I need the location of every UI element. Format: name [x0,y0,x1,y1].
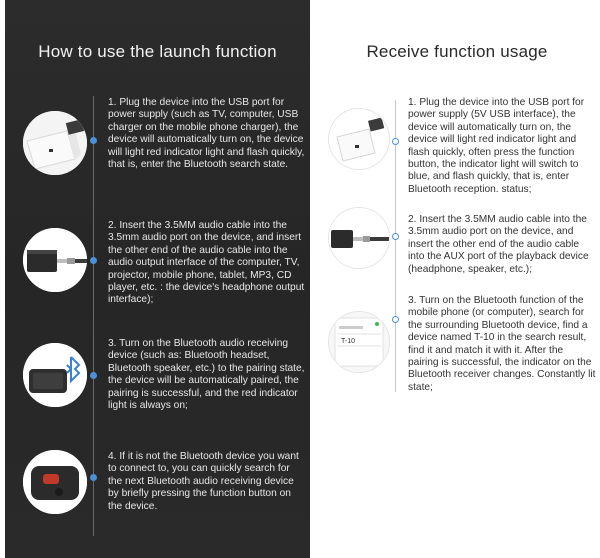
receive-step-1: 1. Plug the device into the USB port for… [408,97,585,195]
timeline-dot [392,233,399,240]
receive-function-panel: Receive function usage 1. Plug the devic… [314,0,600,558]
timeline-line [93,96,94,536]
timeline-line [395,100,396,392]
launch-step-3: 3. Turn on the Bluetooth audio receiving… [108,338,305,412]
timeline-dot [90,257,97,264]
timeline-dot [392,316,399,323]
receive-function-title: Receive function usage [366,42,548,61]
phone-search-image: T-10 [328,311,390,373]
launch-function-panel: How to use the launch function 1. Plug t… [5,0,310,558]
bluetooth-speaker-image [23,343,87,407]
launch-function-title: How to use the launch function [38,42,277,61]
function-button-image [23,450,87,514]
launch-step-1: 1. Plug the device into the USB port for… [108,97,305,171]
audio-cable-image [328,207,390,269]
timeline-dot [90,372,97,379]
usb-plug-image [23,111,87,175]
audio-cable-image [23,228,87,292]
launch-step-4: 4. If it is not the Bluetooth device you… [108,451,299,512]
launch-step-2: 2. Insert the 3.5MM audio cable into the… [108,220,305,306]
receive-step-3: 3. Turn on the Bluetooth function of the… [408,295,596,393]
receive-step-2: 2. Insert the 3.5MM audio cable into the… [408,214,589,275]
timeline-dot [392,138,399,145]
phone-device-name: T-10 [341,338,355,345]
timeline-dot [90,474,97,481]
timeline-dot [90,137,97,144]
usb-plug-image [328,108,390,170]
